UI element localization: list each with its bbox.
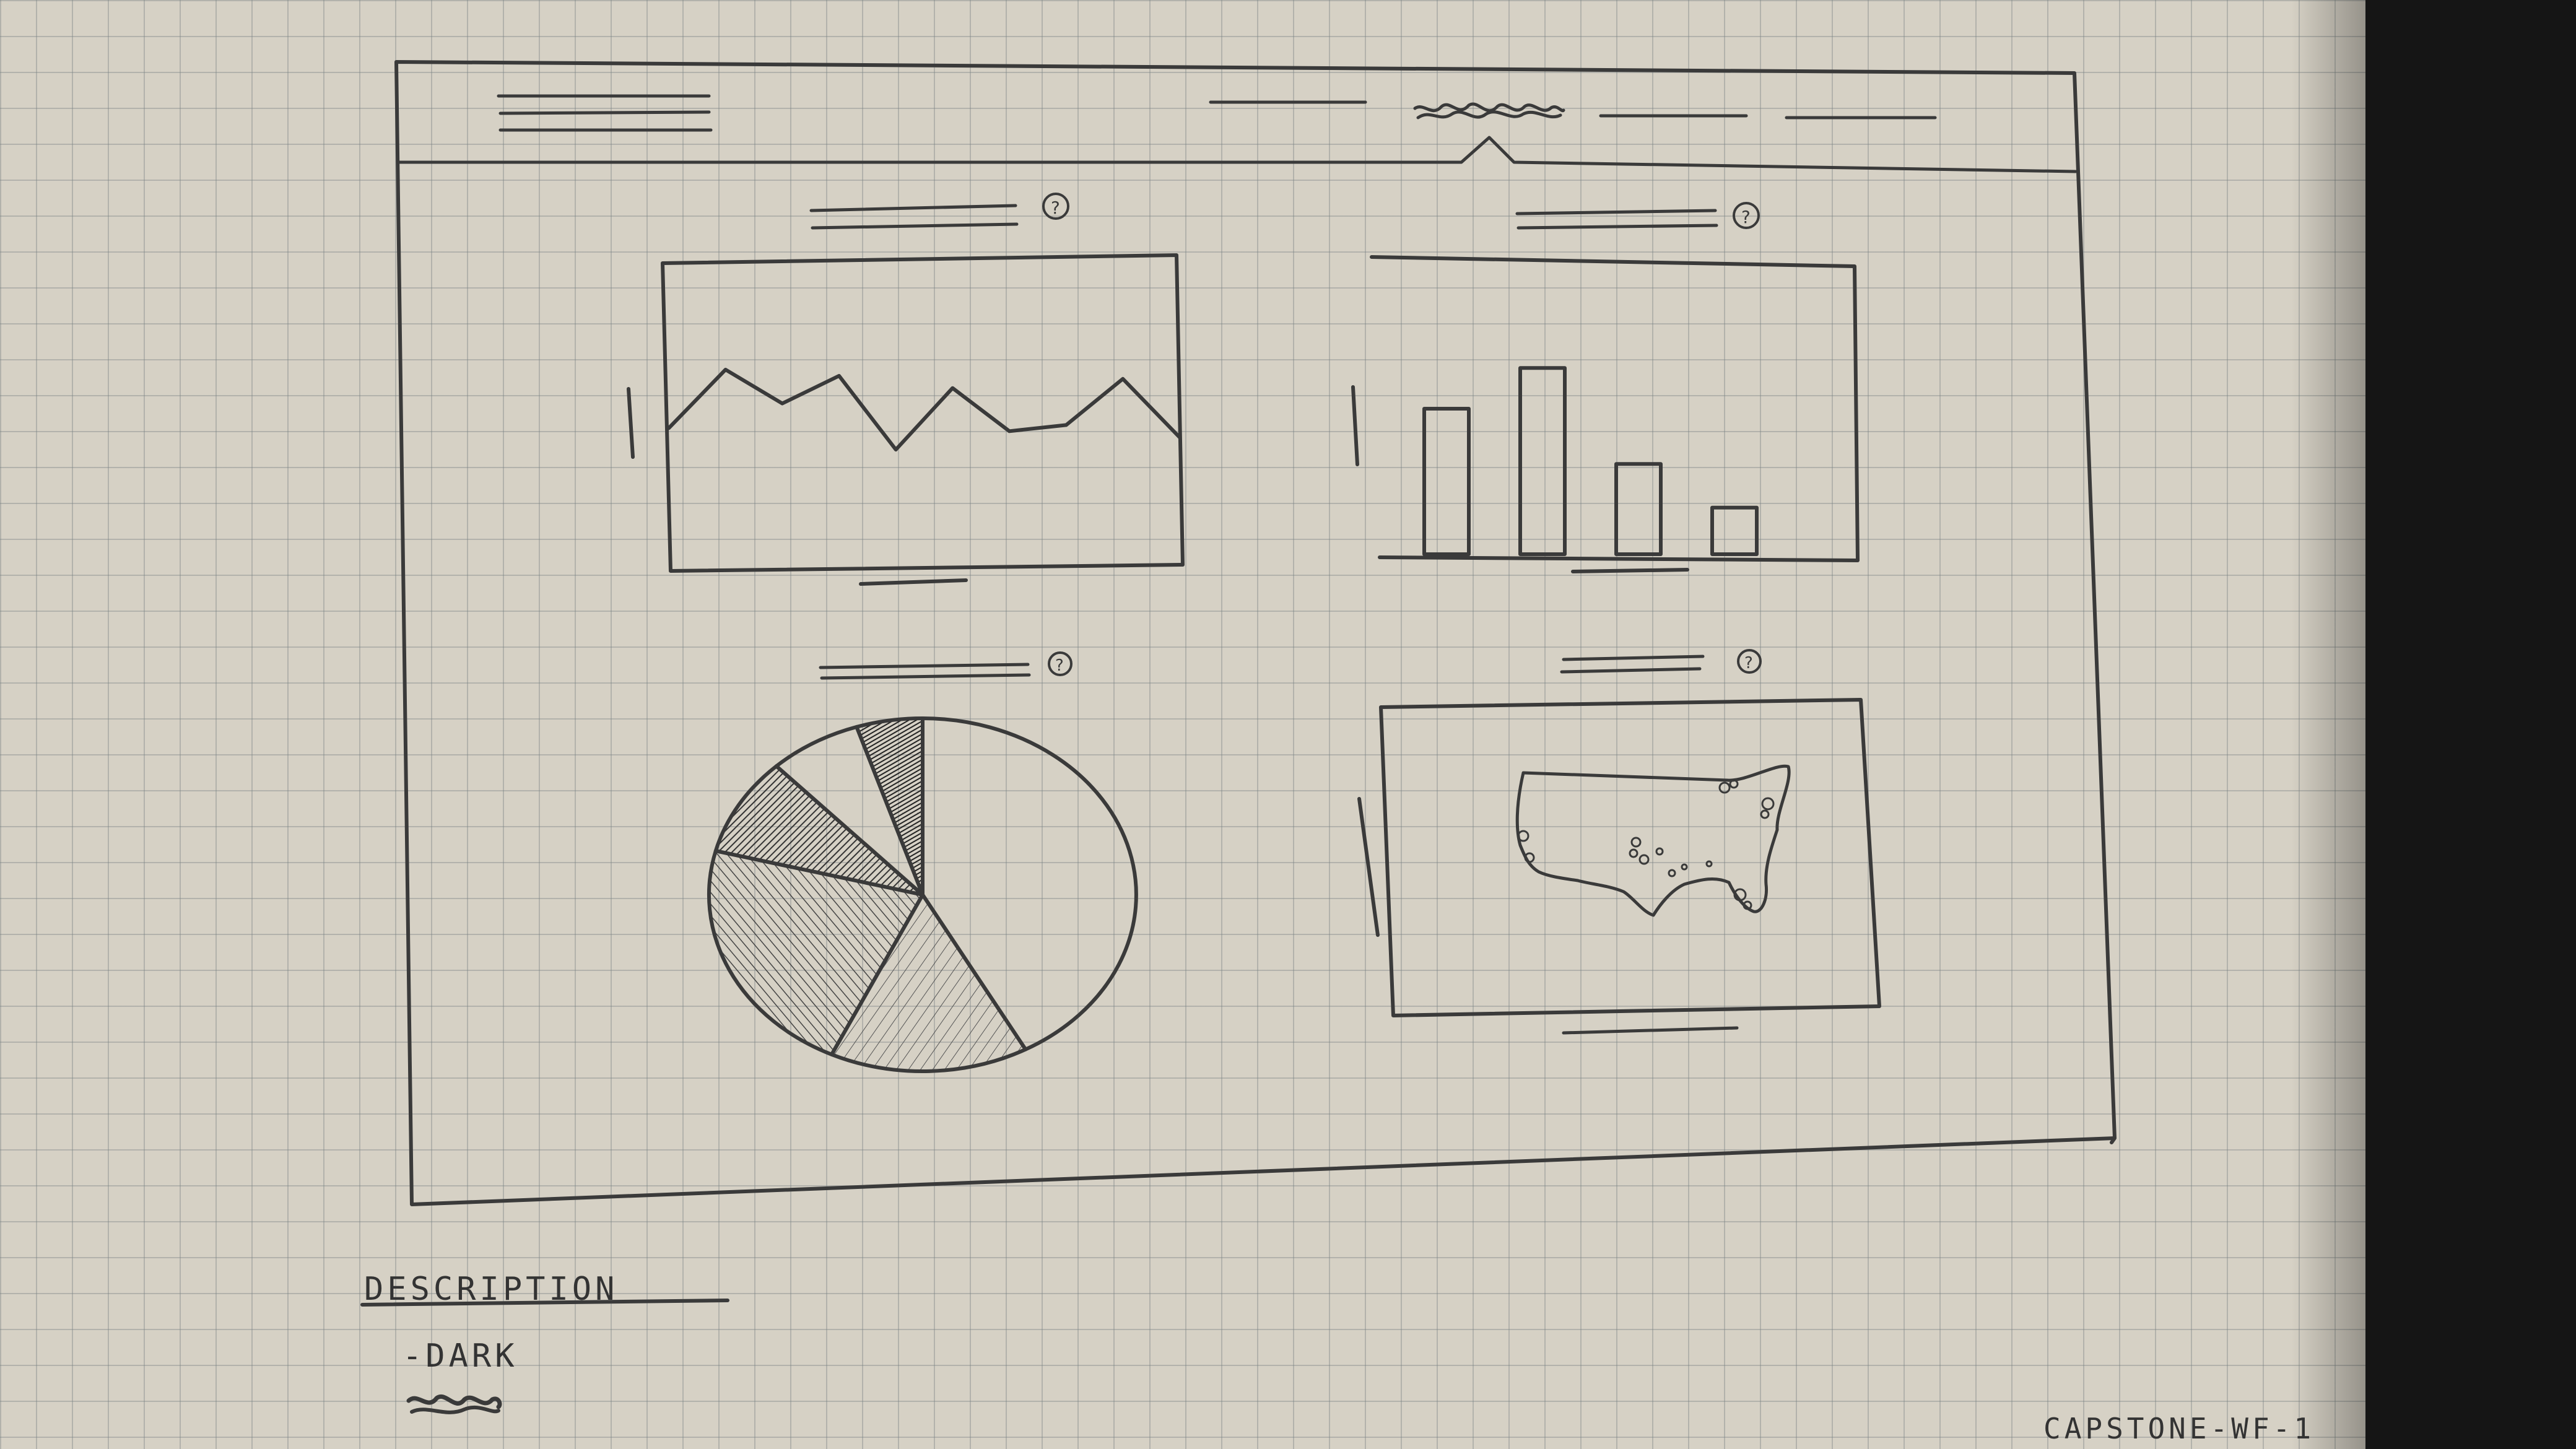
line-chart-panel: ? [627, 193, 1185, 586]
map-dots [1517, 779, 1775, 910]
pie-slice-3 [707, 849, 925, 1056]
help-icon[interactable] [1048, 651, 1073, 676]
bar-1 [1422, 407, 1471, 556]
bar-4 [1710, 505, 1759, 556]
help-icon[interactable] [1737, 649, 1762, 674]
bar-chart-y-axis-label [1351, 385, 1359, 466]
bar-3 [1614, 462, 1663, 556]
description-underline [360, 1299, 729, 1307]
pie-chart-title [819, 663, 1031, 680]
line-series [667, 367, 1181, 452]
scribbled-item [406, 1395, 502, 1414]
pie-slice-4 [713, 764, 925, 897]
help-icon-glyph: ? [1051, 198, 1060, 218]
line-chart-x-axis-label [859, 578, 968, 586]
pie-slice-5 [774, 724, 925, 897]
nav-link-active[interactable] [1413, 102, 1565, 120]
pie-slice-2 [830, 893, 1028, 1073]
line-chart-frame [661, 253, 1185, 573]
help-icon[interactable] [1042, 193, 1069, 220]
map-frame [1379, 698, 1881, 1017]
page-shadow [2291, 0, 2378, 1449]
bar-chart-title [1515, 209, 1718, 230]
pie-slice-6 [855, 716, 925, 897]
page-frame [394, 60, 2117, 1206]
map-panel: ? [1357, 649, 1881, 1035]
desk-background [2365, 0, 2576, 1449]
header-divider [398, 136, 2078, 173]
sheet-label: CAPSTONE-WF-1 [2043, 1412, 2315, 1445]
help-icon-glyph: ? [1744, 654, 1753, 672]
map-title [1560, 655, 1705, 674]
description-item-dark: -DARK [402, 1338, 518, 1375]
site-logo [497, 94, 713, 132]
map-caption [1562, 1026, 1739, 1035]
usa-map-outline [1515, 764, 1791, 917]
map-y-axis-label [1357, 797, 1380, 937]
line-chart-title [809, 204, 1019, 230]
bar-chart-x-axis-label [1571, 568, 1689, 573]
grid-paper [0, 0, 2365, 1449]
help-icon[interactable] [1733, 202, 1760, 229]
bar-chart-frame [1370, 255, 1860, 562]
help-icon-glyph: ? [1055, 656, 1064, 675]
description-heading: DESCRIPTION [364, 1271, 619, 1308]
help-icon-glyph: ? [1741, 207, 1751, 227]
pie-slice-1 [921, 716, 1138, 1051]
bar-chart-panel: ? [1351, 202, 1860, 573]
pie-chart-panel: ? [707, 651, 1138, 1073]
line-chart-y-axis-label [627, 387, 635, 459]
bar-2 [1518, 366, 1567, 556]
